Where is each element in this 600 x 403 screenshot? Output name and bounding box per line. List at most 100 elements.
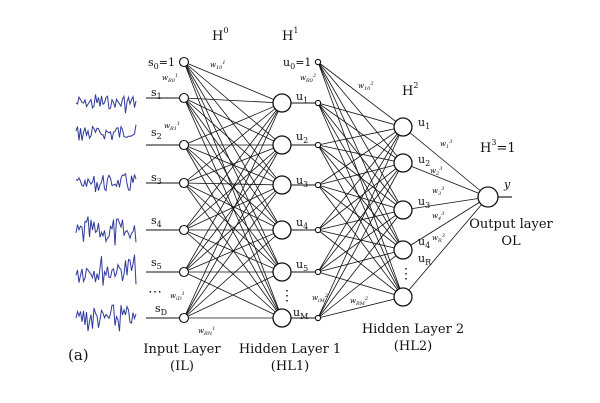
input-node-0	[178, 92, 190, 104]
hidden2-node-1	[393, 153, 413, 173]
edge-input-4-to-h1-0	[183, 102, 283, 231]
edge-h1-0-to-h2-1	[317, 61, 404, 164]
edge-h1-4-to-h2-2	[317, 209, 404, 231]
hidden1-node-label-0: u1	[296, 90, 308, 105]
hidden1-output-dot-2	[314, 181, 322, 189]
hidden1-weight-label-0: wR02	[300, 73, 316, 84]
edge-input-0-to-h1-5	[183, 61, 283, 319]
hidden1-node-0	[272, 93, 292, 113]
edge-h1-3-to-h2-2	[317, 184, 404, 211]
hidden1-output-dot-5	[314, 314, 322, 322]
input-weight-label-3: wiD1	[170, 291, 185, 302]
edge-input-6-to-h1-1	[183, 144, 283, 319]
hidden-layer1-top-label: H1	[282, 26, 298, 44]
input-node-label-2: s3	[151, 171, 162, 186]
hidden2-weight-label-0: w13	[440, 139, 452, 150]
edge-input-6-to-h1-0	[183, 102, 283, 319]
edge-input-6-to-h1-3	[183, 229, 283, 319]
edge-input-0-to-h1-1	[183, 61, 283, 146]
network-connections	[146, 61, 512, 319]
hidden2-node-0	[393, 117, 413, 137]
hidden2-node-label-3: u4	[418, 235, 430, 250]
edge-input-5-to-h1-1	[183, 144, 283, 273]
input-node-label-4: s5	[151, 256, 162, 271]
hidden1-output-dot-3	[314, 226, 322, 234]
input-weight-label-0: w101	[210, 60, 226, 71]
edge-h1-1-to-h2-3	[317, 102, 404, 251]
input-ellipsis: ⋯	[148, 284, 162, 300]
hidden2-node-2	[393, 200, 413, 220]
edge-input-5-to-h1-0	[183, 102, 283, 273]
hidden1-node-5	[272, 308, 292, 328]
edge-input-1-to-h1-4	[183, 97, 283, 273]
hidden-layer2-caption: Hidden Layer 2	[362, 322, 464, 337]
edge-h1-0-to-h2-4	[317, 61, 404, 298]
edge-h2-1-to-output	[402, 162, 489, 198]
edge-h1-4-to-h2-0	[317, 126, 404, 231]
input-weight-label-4: wRN1	[198, 326, 215, 337]
signal-waveform-2	[75, 124, 137, 141]
hidden1-ellipsis: ⋮	[280, 288, 294, 304]
hidden2-node-label-4: uR	[418, 252, 432, 267]
input-node-label-5: sD	[155, 302, 167, 317]
input-node-2	[178, 177, 190, 189]
hidden1-weight-label-1: w102	[358, 81, 374, 92]
hidden-layer1-caption: Hidden Layer 1	[239, 342, 341, 357]
hidden1-node-2	[272, 175, 292, 195]
signal-waveform-5	[75, 254, 137, 286]
hidden1-weight-label-2: wRM2	[350, 296, 368, 307]
hidden1-output-dot-4	[314, 268, 322, 276]
edge-input-5-to-h1-2	[183, 184, 283, 273]
edge-input-1-to-h1-0	[183, 97, 283, 104]
hidden1-node-label-1: u2	[296, 130, 308, 145]
network-nodes	[178, 56, 499, 328]
edge-h1-3-to-h2-0	[317, 126, 404, 186]
output-node	[477, 186, 499, 208]
edge-h1-6-to-h2-1	[317, 162, 404, 319]
signal-waveform-6	[75, 304, 137, 332]
signal-waveform-3	[75, 172, 137, 193]
hidden2-weight-label-4: wR3	[432, 233, 445, 244]
edge-h1-5-to-h2-3	[317, 249, 404, 273]
edge-input-4-to-h1-2	[183, 184, 283, 231]
input-node-label-0: s1	[151, 86, 162, 101]
hidden2-weight-label-2: w33	[432, 186, 444, 197]
hidden1-output-dot-0	[314, 99, 322, 107]
edge-input-1-to-h1-2	[183, 97, 283, 186]
edge-h2-4-to-output	[402, 196, 489, 298]
hidden-layer2-top-label: H2	[402, 81, 418, 99]
edge-h2-2-to-output	[402, 196, 489, 211]
edge-input-3-to-h1-2	[183, 182, 283, 186]
edge-h2-3-to-output	[402, 196, 489, 251]
edge-input-6-to-h1-2	[183, 184, 283, 319]
hidden2-node-label-2: u3	[418, 195, 430, 210]
edge-h1-6-to-h2-2	[317, 209, 404, 319]
output-node-label: y	[503, 178, 511, 191]
hidden2-weight-label-3: w43	[432, 211, 444, 222]
hidden1-bias-node	[314, 58, 322, 66]
signal-waveform-4	[75, 216, 137, 246]
edge-h1-6-to-h2-3	[317, 249, 404, 319]
edge-input-0-to-h1-3	[183, 61, 283, 231]
edge-input-2-to-h1-0	[183, 102, 283, 146]
input-layer-caption: Input Layer	[143, 342, 221, 357]
edge-h1-4-to-h2-1	[317, 162, 404, 231]
edge-h1-3-to-h2-1	[317, 162, 404, 186]
edge-h1-5-to-h2-0	[317, 126, 404, 273]
hidden1-node-label-4: u5	[296, 258, 308, 273]
edge-input-3-to-h1-0	[183, 102, 283, 184]
hidden2-node-label-1: u2	[418, 153, 430, 168]
figure-label: (a)	[68, 346, 89, 364]
hidden1-node-3	[272, 220, 292, 240]
edge-input-2-to-h1-2	[183, 144, 283, 186]
hidden1-node-label-5: uM	[293, 306, 308, 321]
edge-h1-1-to-h2-1	[317, 102, 404, 164]
edge-input-6-to-h1-4	[183, 271, 283, 319]
edge-input-3-to-h1-1	[183, 144, 283, 184]
edge-h1-2-to-h2-2	[317, 144, 404, 211]
edge-h2-0-to-output	[402, 126, 489, 198]
edge-input-1-to-h1-1	[183, 97, 283, 146]
